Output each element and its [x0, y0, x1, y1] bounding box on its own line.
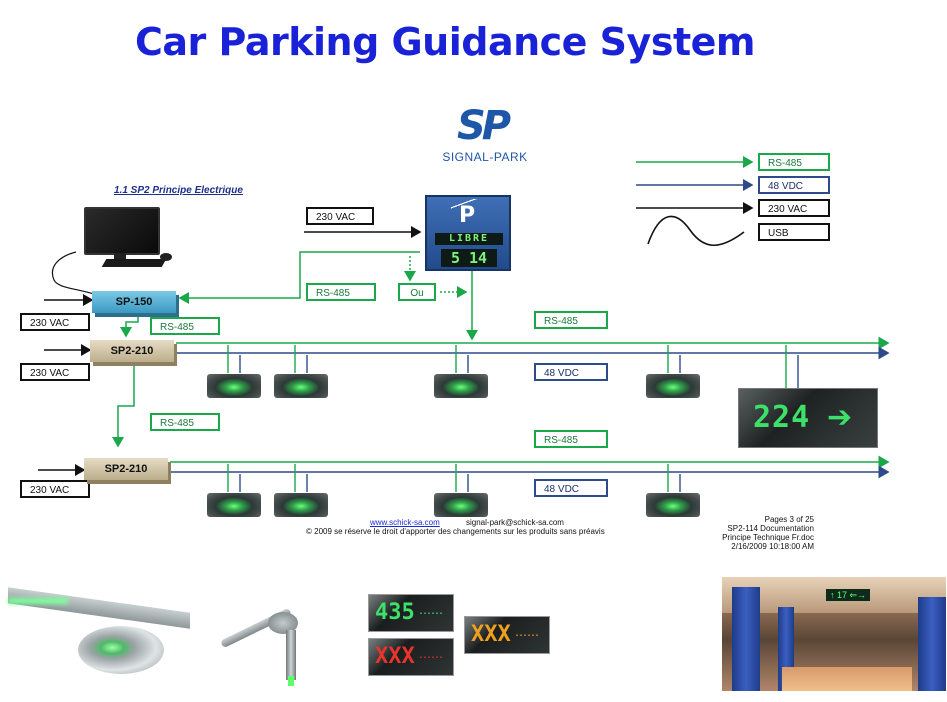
computer-icon	[80, 207, 180, 269]
legend-label-usb: USB	[758, 223, 830, 241]
logo-name: SIGNAL-PARK	[442, 150, 528, 164]
garage-sign: ↑ 17 ⇐→	[826, 589, 871, 601]
label-230vac-sp150: 230 VAC	[20, 313, 90, 331]
led-panel-red: XXX ⋯⋯	[368, 638, 454, 676]
parking-garage-photo: ↑ 17 ⇐→	[722, 577, 946, 691]
pole-sensor-photo	[214, 604, 314, 688]
counter-digits: 224	[753, 400, 811, 435]
parking-sensor	[646, 374, 700, 398]
legend-label-230vac: 230 VAC	[758, 199, 830, 217]
signal-park-logo: SP SIGNAL-PARK	[420, 104, 550, 170]
legend-label-rs485: RS-485	[758, 153, 830, 171]
led-panel-green: 435 ⋯⋯	[368, 594, 454, 632]
footer-pages: Pages 3 of 25	[764, 515, 814, 524]
footer-copyright: © 2009 se réserve le droit d'apporter de…	[306, 527, 605, 536]
label-230vac-top: 230 VAC	[306, 207, 374, 225]
ceiling-sensor-photo	[8, 587, 190, 692]
label-rs485-display: RS-485	[306, 283, 376, 301]
page-title: Car Parking Guidance System	[135, 20, 755, 64]
parking-sensor	[434, 493, 488, 517]
label-rs485-bus2-left: RS-485	[150, 413, 220, 431]
bus1-drops	[227, 345, 799, 388]
label-rs485-bus2-right: RS-485	[534, 430, 608, 448]
footer-file: Principe Technique Fr.doc	[722, 533, 814, 542]
diagram-heading: 1.1 SP2 Principe Electrique	[114, 185, 243, 196]
label-48vdc-bus1: 48 VDC	[534, 363, 608, 381]
footer-doc: SP2-114 Documentation	[727, 524, 814, 533]
legend-line-usb	[647, 215, 745, 246]
device-sp210-b: SP2-210	[84, 458, 168, 480]
parking-sensor	[646, 493, 700, 517]
wire-sp150-sp210	[120, 315, 139, 338]
parking-p-icon: P	[451, 199, 483, 229]
led-panel-amber: XXX ⋯⋯	[464, 616, 550, 654]
legend-label-48vdc: 48 VDC	[758, 176, 830, 194]
counter-arrow-icon: ➔	[827, 401, 853, 434]
display-word: LIBRE	[435, 233, 503, 245]
footer-date: 2/16/2009 10:18:00 AM	[731, 542, 814, 551]
wire-sp210a-sp210b	[112, 364, 135, 448]
label-rs485-bus1-right: RS-485	[534, 311, 608, 329]
wire-rs485-display	[178, 251, 420, 304]
label-rs485-bus1-left: RS-485	[150, 317, 220, 335]
label-230vac-bus1: 230 VAC	[20, 363, 90, 381]
footer-email: signal-park@schick-sa.com	[466, 518, 564, 527]
device-sp150: SP-150	[92, 291, 176, 313]
device-sp210-a: SP2-210	[90, 340, 174, 362]
label-48vdc-bus2: 48 VDC	[534, 479, 608, 497]
parking-display-sign: P LIBRE 5 14	[425, 195, 511, 271]
parking-sensor	[207, 374, 261, 398]
bus2-drops	[227, 464, 681, 492]
parking-sensor	[207, 493, 261, 517]
label-230vac-bus2: 230 VAC	[20, 480, 90, 498]
label-ou: Ou	[398, 283, 436, 301]
parking-sensor	[434, 374, 488, 398]
wire-usb-computer	[51, 251, 95, 295]
counter-sign: 224 ➔	[738, 388, 878, 448]
logo-mark: SP	[456, 103, 511, 149]
footer-website[interactable]: www.schick-sa.com	[370, 518, 440, 527]
display-digits: 5 14	[441, 249, 497, 267]
parking-sensor	[274, 374, 328, 398]
parking-sensor	[274, 493, 328, 517]
